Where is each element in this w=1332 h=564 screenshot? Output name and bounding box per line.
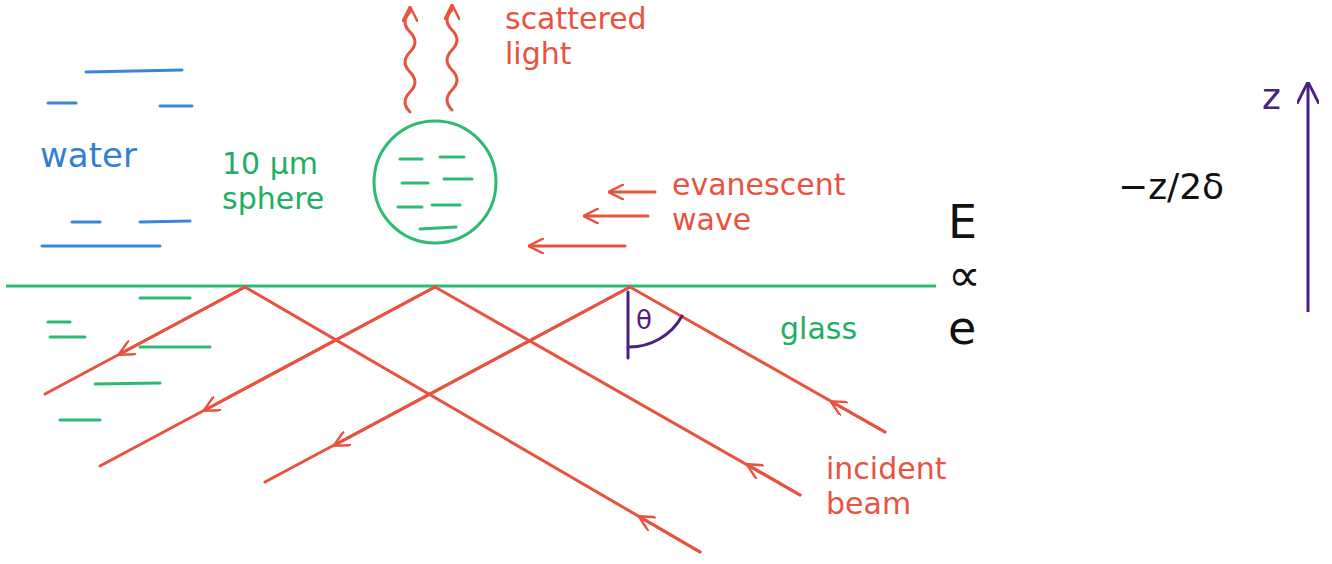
angle-marker — [628, 292, 682, 358]
sphere-dash — [432, 204, 460, 207]
angle-label: θ — [636, 306, 652, 336]
axis-label: z — [1262, 76, 1281, 117]
evanescent-arrows — [530, 192, 655, 246]
z-axis-arrow — [1307, 84, 1310, 312]
light-label: scattered light — [505, 2, 647, 71]
medium-label: water — [40, 136, 137, 175]
wave-label: evanescent wave — [672, 168, 845, 237]
sphere-dash — [402, 182, 428, 185]
formula-base: E ∝ e — [948, 196, 981, 355]
sphere-outline — [372, 119, 498, 245]
medium-label: glass — [780, 312, 857, 347]
sphere-dash — [420, 227, 456, 229]
sphere-dash — [440, 156, 464, 159]
sphere-label: 10 μm sphere — [222, 147, 357, 216]
sphere-dash — [444, 178, 472, 181]
beam-label: incident beam — [826, 452, 946, 521]
sphere-dash — [398, 206, 422, 209]
sphere-circle — [374, 121, 496, 243]
sphere-dash — [400, 158, 422, 161]
scattered-light-arrows — [405, 6, 457, 112]
formula-exponent: −z/2δ — [1118, 166, 1224, 207]
sphere-particle: 10 μm sphere — [372, 119, 498, 245]
glass-dashes — [48, 298, 210, 420]
light-rays — [45, 287, 885, 552]
water-glass-interface — [6, 285, 936, 288]
